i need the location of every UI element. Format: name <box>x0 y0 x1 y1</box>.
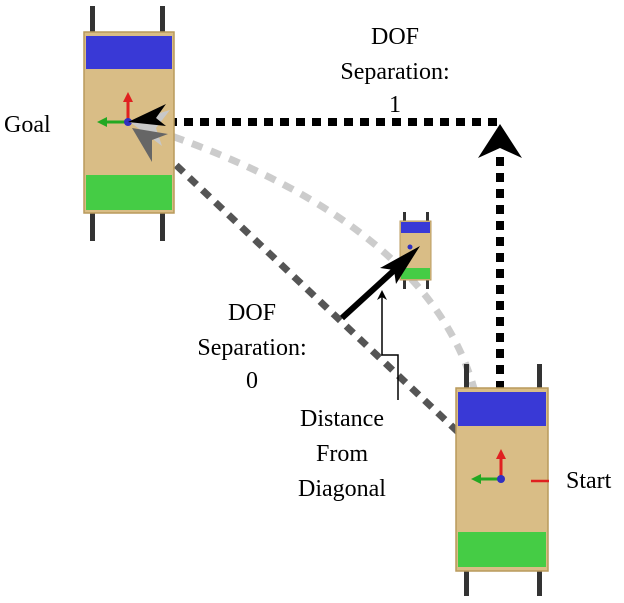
mid-wheel <box>426 279 429 289</box>
mid-arrow-shaft <box>339 262 403 321</box>
goal-wheel <box>160 213 165 241</box>
dof-top-label-line2: Separation: <box>340 59 450 85</box>
curved-path-light <box>158 128 479 393</box>
mid-wheel <box>426 212 429 222</box>
start-wheel <box>537 570 542 596</box>
dof-mid-label-line2: Separation: <box>197 335 307 361</box>
goal-arrowhead-dark <box>132 128 168 162</box>
mid-wheel <box>403 212 406 222</box>
dof-top-label-line1: DOF <box>370 24 419 50</box>
goal-wheel <box>90 213 95 241</box>
goal-wheel <box>160 6 165 32</box>
start-wheel <box>537 364 542 388</box>
goal-arrowhead-black <box>128 104 166 126</box>
goal-wheel <box>90 6 95 32</box>
diagonal-path-dark <box>155 145 461 435</box>
goal-rear-panel <box>86 175 172 210</box>
distance-label-line2: From <box>315 441 368 467</box>
dof-top-value: 1 <box>389 92 401 118</box>
mid-front-panel <box>401 222 430 233</box>
start-axes-icon <box>471 449 506 484</box>
start-wheel <box>464 570 469 596</box>
goal-robot <box>83 6 175 241</box>
goal-axes-icon <box>97 92 133 127</box>
goal-label: Goal <box>4 112 51 138</box>
vertical-path-arrowhead <box>478 124 522 158</box>
start-robot <box>455 364 549 596</box>
distance-label-line1: Distance <box>300 406 384 432</box>
start-front-panel <box>458 392 546 426</box>
mid-arrowhead <box>380 246 420 284</box>
start-label: Start <box>566 468 612 494</box>
mid-rear-panel <box>401 268 430 279</box>
start-wheel <box>464 364 469 388</box>
start-rear-panel <box>458 532 546 567</box>
distance-label-line3: Diagonal <box>298 476 386 502</box>
mid-axes-icon <box>407 244 413 250</box>
mid-wheel <box>403 279 406 289</box>
dof-mid-label-line1: DOF <box>227 300 276 326</box>
dof-mid-value: 0 <box>246 368 258 394</box>
goal-front-panel <box>86 36 172 69</box>
distance-leader-line <box>377 290 399 400</box>
